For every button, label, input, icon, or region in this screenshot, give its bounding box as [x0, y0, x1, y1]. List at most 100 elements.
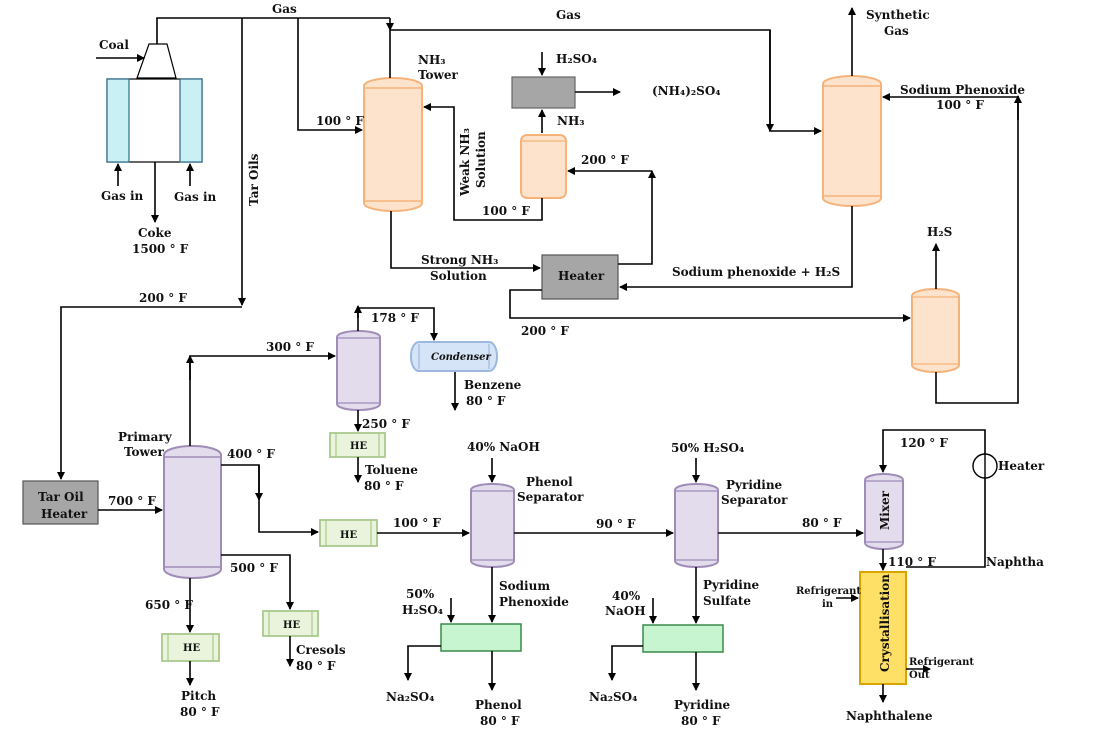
nh3-label: NH₃: [557, 114, 585, 128]
synthetic-gas-label-1: Synthetic: [866, 8, 930, 22]
h2so4-50-low-label-2: H₂SO₄: [402, 603, 443, 617]
t90-label: 90 ° F: [596, 517, 636, 531]
he-phenol-feed-label: HE: [340, 530, 357, 541]
naphtha-label: Naphtha: [986, 555, 1044, 569]
ammonium-sulfate-label: (NH₄)₂SO₄: [652, 84, 721, 98]
na2so4-right-label: Na₂SO₄: [589, 690, 637, 704]
mixer-label: Mixer: [878, 490, 892, 530]
gas-in-right-label: Gas in: [174, 190, 217, 204]
pyridine-separator-label-2: Separator: [721, 493, 788, 507]
tar-oil-heater-label-1: Tar Oil: [38, 490, 84, 504]
phenol-springing-tank: [440, 623, 522, 652]
tar-oil-heater-label-2: Heater: [41, 507, 88, 521]
primary-tower-label-2: Tower: [124, 445, 165, 459]
strong-nh3-label-2: Solution: [430, 269, 487, 283]
he-pitch-label: HE: [183, 643, 200, 654]
coke-label-2: 1500 ° F: [132, 242, 189, 256]
refrigerant-out-label-2: Out: [909, 670, 930, 681]
ammonium-sulfate-reactor: [511, 76, 576, 109]
pyridine-label-1: Pyridine: [674, 698, 731, 712]
h2so4-top-label: H₂SO₄: [556, 52, 597, 66]
sodium-phenoxide-out-label-2: Phenoxide: [499, 595, 569, 609]
t400-label: 400 ° F: [227, 447, 275, 461]
sodium-phenoxide-h2s-label: Sodium phenoxide + H₂S: [672, 265, 840, 279]
weak-nh3-label-1: Weak NH₃: [458, 128, 472, 197]
phenol-label-2: 80 ° F: [480, 714, 520, 728]
strong-nh3-label-1: Strong NH₃: [421, 253, 498, 267]
h2s-label: H₂S: [927, 225, 952, 239]
refrigerant-in-label-2: in: [822, 599, 834, 610]
heater-box: [541, 254, 619, 300]
light-oil-tower: [336, 330, 381, 411]
h2so4-50-top-label: 50% H₂SO₄: [671, 441, 744, 455]
phenol-label-1: Phenol: [475, 698, 522, 712]
ammonia-absorber-vessel: [520, 134, 567, 199]
heater-label: Heater: [558, 269, 605, 283]
t80-label: 80 ° F: [802, 516, 842, 530]
t100-nh3tower-label: 100 ° F: [316, 114, 364, 128]
flow-lines: [57, 7, 1022, 703]
refrigerant-out-label-1: Refrigerant: [909, 657, 974, 668]
t500-label: 500 ° F: [230, 561, 278, 575]
h2so4-50-low-label-1: 50%: [406, 587, 435, 601]
gas-right-label: Gas: [556, 8, 581, 22]
sodium-phenoxide-out-label-1: Sodium: [499, 579, 550, 593]
naoh-40-low-label-2: NaOH: [605, 604, 646, 618]
sodium-phenoxide-in-label-2: 100 ° F: [936, 98, 984, 112]
pyridine-separator-label-1: Pyridine: [726, 478, 783, 492]
pitch-label-2: 80 ° F: [180, 705, 220, 719]
he-cresols: [262, 610, 319, 637]
t120-label: 120 ° F: [900, 436, 948, 450]
gas-top-label: Gas: [272, 2, 297, 16]
t178-label: 178 ° F: [371, 311, 419, 325]
coal-label: Coal: [99, 38, 129, 52]
naoh-40-low-label-1: 40%: [612, 589, 641, 603]
benzene-label-1: Benzene: [464, 378, 522, 392]
sodium-phenoxide-tower: [822, 75, 882, 207]
t200-right-label: 200 ° F: [581, 153, 629, 167]
pyridine-springing-tank: [642, 624, 724, 653]
he-cresols-label: HE: [283, 620, 300, 631]
refrigerant-in-label-1: Refrigerant: [796, 586, 861, 597]
coke-label-1: Coke: [138, 226, 172, 240]
t250-label: 250 ° F: [362, 417, 410, 431]
t700-label: 700 ° F: [108, 494, 156, 508]
phenol-separator-label-1: Phenol: [526, 475, 573, 489]
t100-small-label: 100 ° F: [482, 204, 530, 218]
weak-nh3-label-2: Solution: [474, 131, 488, 188]
pyridine-sulfate-label-2: Sulfate: [703, 594, 751, 608]
condenser: [410, 341, 498, 372]
nh3-tower: [363, 77, 423, 212]
pitch-label-1: Pitch: [181, 689, 216, 703]
pyridine-label-2: 80 ° F: [681, 714, 721, 728]
na2so4-left-label: Na₂SO₄: [386, 690, 434, 704]
primary-tower: [163, 445, 222, 579]
t200-bottom-label: 200 ° F: [521, 324, 569, 338]
synthetic-gas-label-2: Gas: [884, 24, 909, 38]
t650-label: 650 ° F: [145, 598, 193, 612]
mixer: [864, 473, 904, 550]
tar-oil-heater-box: [22, 480, 99, 525]
t100-mid-label: 100 ° F: [393, 516, 441, 530]
cresols-label-1: Cresols: [296, 643, 346, 657]
phenol-separator: [470, 483, 515, 568]
tar-oils-label: Tar Oils: [247, 153, 261, 206]
t300-label: 300 ° F: [266, 340, 314, 354]
pyridine-sulfate-label-1: Pyridine: [703, 578, 760, 592]
pyridine-separator: [674, 483, 719, 568]
heater-right-label: Heater: [998, 459, 1045, 473]
gas-in-left-label: Gas in: [101, 189, 144, 203]
toluene-label-1: Toluene: [365, 463, 418, 477]
he-toluene-label: HE: [350, 441, 367, 452]
t110-label: 110 ° F: [888, 555, 936, 569]
crystallisation-unit: [859, 571, 907, 685]
condenser-label: Condenser: [431, 352, 492, 363]
cresols-label-2: 80 ° F: [296, 659, 336, 673]
benzene-label-2: 80 ° F: [466, 394, 506, 408]
he-toluene: [329, 432, 386, 458]
h2s-stripper: [911, 288, 960, 373]
coke-oven: [106, 43, 203, 163]
primary-tower-label-1: Primary: [118, 430, 173, 444]
